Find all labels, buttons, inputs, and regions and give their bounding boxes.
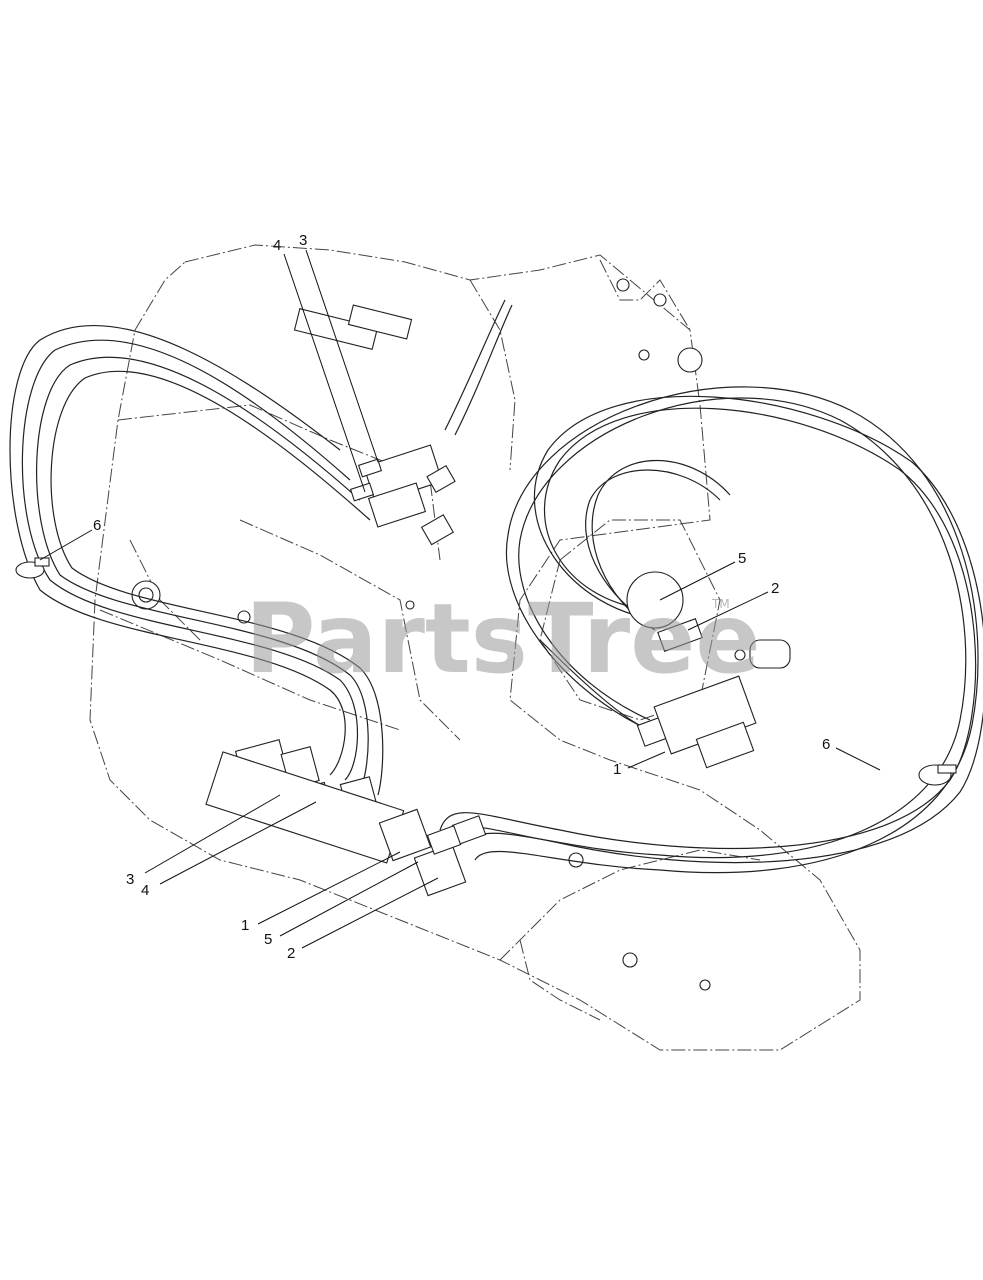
callout-6-right: 6 (822, 736, 830, 753)
callout-5-bottom: 5 (264, 931, 272, 948)
hose-clamps (15, 557, 957, 786)
right-pump-fittings (626, 571, 791, 769)
frame-plates (131, 278, 711, 991)
hydraulic-hoses (9, 299, 983, 874)
callout-4-bottom: 4 (141, 882, 149, 899)
callout-3-bottom: 3 (126, 871, 134, 888)
bottom-center-fittings (378, 808, 487, 897)
callout-1-right: 1 (613, 761, 621, 778)
callout-1-bottom: 1 (241, 917, 249, 934)
callout-3-top: 3 (299, 232, 307, 249)
watermark-trademark: TM (711, 597, 730, 611)
leader-lines (39, 249, 881, 949)
top-valve-block (349, 444, 456, 546)
callout-5-right: 5 (738, 550, 746, 567)
callout-2-bottom: 2 (287, 945, 295, 962)
callout-4-top: 4 (273, 237, 281, 254)
callout-6-left: 6 (93, 517, 101, 534)
callout-2-right: 2 (771, 580, 779, 597)
callouts: 4 3 6 5 2 1 6 3 4 1 5 2 (93, 232, 830, 962)
watermark: PartsTree (245, 583, 760, 695)
